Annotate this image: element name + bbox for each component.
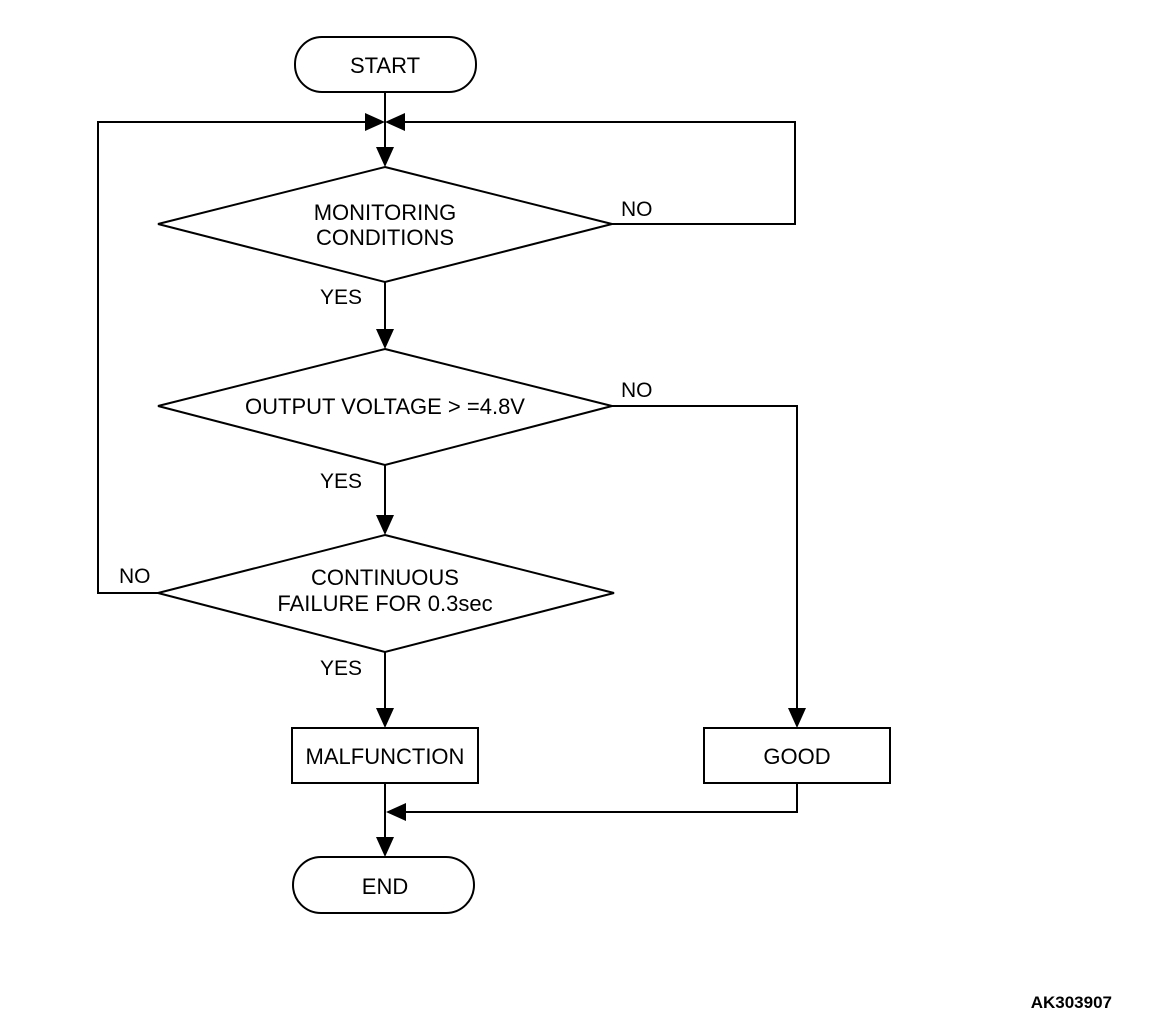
monitoring-no-label: NO — [621, 198, 653, 221]
monitoring-conditions-decision: MONITORING CONDITIONS — [157, 165, 613, 284]
continuous-yes-label: YES — [320, 657, 362, 680]
arrowhead-into-good — [788, 708, 806, 728]
connector-voltage-no-to-good — [612, 405, 798, 720]
arrowhead-merge-from-right — [385, 113, 405, 131]
end-label: END — [362, 874, 408, 899]
monitoring-label-line2: CONDITIONS — [316, 225, 454, 250]
good-process: GOOD — [703, 727, 891, 784]
output-voltage-decision: OUTPUT VOLTAGE > =4.8V — [157, 347, 613, 467]
monitoring-decision-shape — [157, 165, 613, 284]
voltage-yes-label: YES — [320, 470, 362, 493]
continuous-no-label: NO — [119, 565, 151, 588]
arrowhead-into-monitoring — [376, 147, 394, 167]
good-box — [703, 727, 891, 784]
continuous-label-line1: CONTINUOUS — [311, 565, 459, 590]
malfunction-process: MALFUNCTION — [291, 727, 479, 784]
connector-continuous-no-loop — [97, 121, 366, 594]
monitoring-yes-label: YES — [320, 286, 362, 309]
arrowhead-into-voltage — [376, 329, 394, 349]
start-terminal-shape — [294, 36, 477, 93]
arrowheads — [365, 113, 806, 857]
voltage-no-label: NO — [621, 379, 653, 402]
connector-good-to-join — [404, 783, 798, 813]
end-terminal-shape — [292, 856, 475, 914]
voltage-decision-shape — [157, 347, 613, 467]
continuous-label-line2: FAILURE FOR 0.3sec — [277, 591, 492, 616]
malfunction-box — [291, 727, 479, 784]
continuous-decision-shape — [157, 533, 615, 654]
good-label: GOOD — [763, 744, 830, 769]
branch-labels: NO YES NO YES NO YES — [119, 198, 653, 680]
malfunction-label: MALFUNCTION — [306, 744, 465, 769]
voltage-label: OUTPUT VOLTAGE > =4.8V — [245, 394, 525, 419]
monitoring-label-line1: MONITORING — [314, 200, 457, 225]
start-label: START — [350, 53, 420, 78]
arrowhead-into-continuous — [376, 515, 394, 535]
continuous-failure-decision: CONTINUOUS FAILURE FOR 0.3sec — [157, 533, 615, 654]
start-terminal: START — [294, 36, 477, 93]
arrowhead-merge-from-left — [365, 113, 385, 131]
arrowhead-join-from-good — [386, 803, 406, 821]
reference-code: AK303907 — [1031, 993, 1112, 1012]
arrowhead-into-malfunction — [376, 708, 394, 728]
connectors — [97, 92, 798, 850]
arrowhead-into-end — [376, 837, 394, 857]
end-terminal: END — [292, 856, 475, 914]
connector-monitoring-no-loop — [404, 121, 796, 225]
